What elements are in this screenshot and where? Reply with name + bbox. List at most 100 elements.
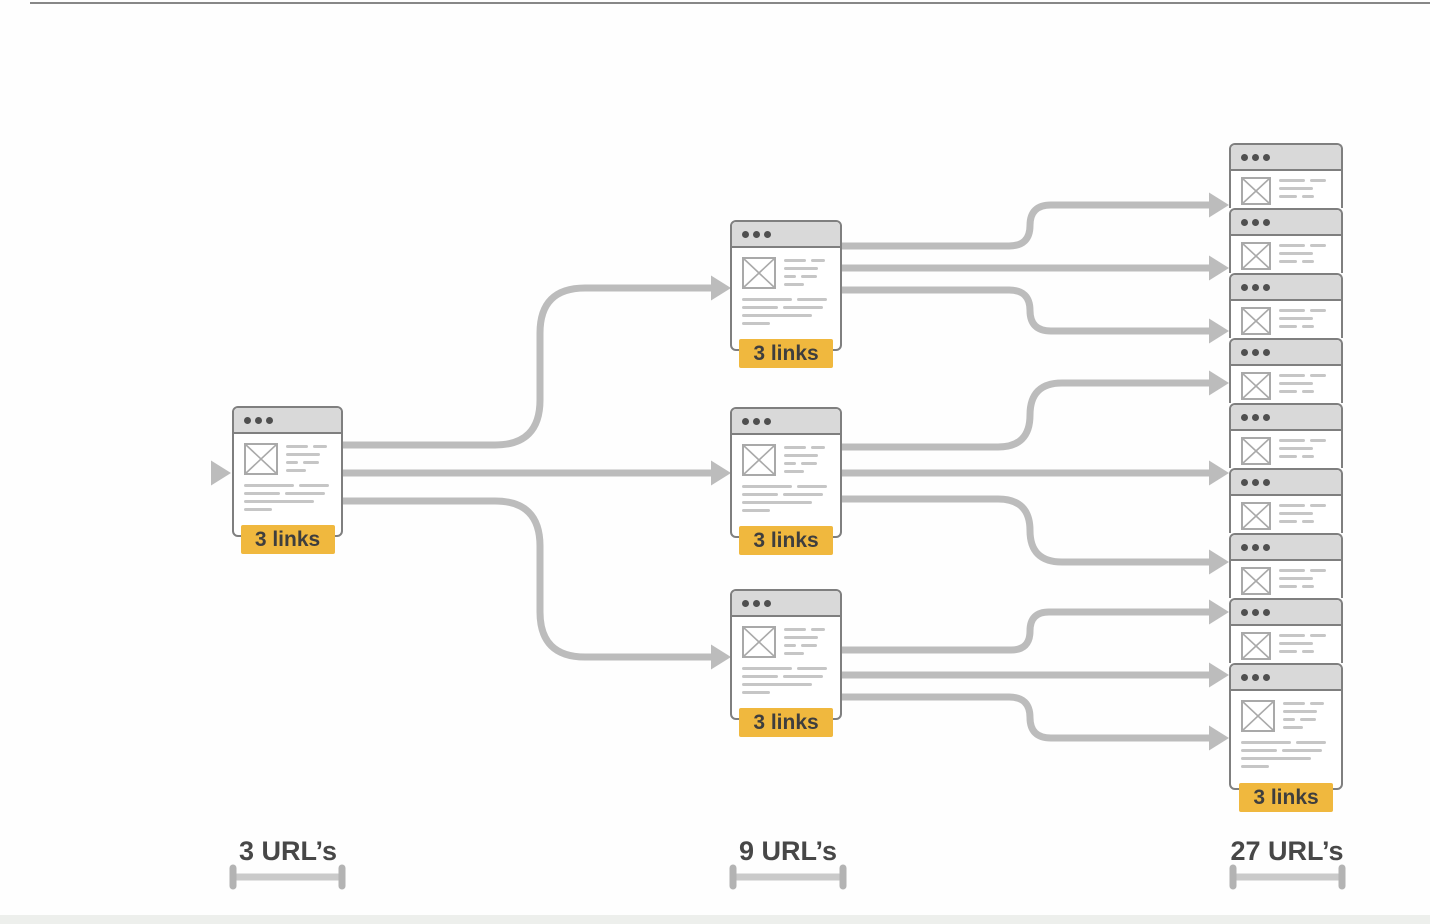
browser-titlebar xyxy=(732,591,840,617)
text-line xyxy=(742,306,778,309)
wireframe-paragraph xyxy=(244,484,331,511)
text-line xyxy=(1282,749,1322,752)
image-placeholder-icon xyxy=(1241,372,1271,400)
text-line xyxy=(1302,650,1314,653)
webpage-card-partial xyxy=(1229,403,1343,468)
text-line xyxy=(1279,374,1305,377)
browser-titlebar xyxy=(1231,145,1341,171)
text-line xyxy=(1302,390,1314,393)
text-line xyxy=(784,275,796,278)
text-line xyxy=(244,484,294,487)
text-line xyxy=(797,298,827,301)
webpage-card-partial xyxy=(1229,598,1343,663)
text-line xyxy=(286,469,306,472)
column-label-3-urls: 3 URL’s xyxy=(238,836,338,866)
text-line xyxy=(1310,439,1326,442)
window-dot-icon xyxy=(1263,283,1270,291)
window-dot-icon xyxy=(1263,218,1270,226)
image-placeholder-icon xyxy=(742,626,776,658)
bottom-border-strip xyxy=(0,915,1430,924)
window-dot-icon xyxy=(1263,348,1270,356)
window-dot-icon xyxy=(1241,478,1248,486)
webpage-card-partial xyxy=(1229,468,1343,533)
webpage-card-mid-1: 3 links xyxy=(730,220,842,368)
webpage-content xyxy=(1231,691,1341,768)
window-dot-icon xyxy=(244,416,251,424)
window-dot-icon xyxy=(1263,543,1270,551)
webpage-content xyxy=(1231,626,1341,660)
browser-titlebar xyxy=(1231,405,1341,431)
text-line xyxy=(1302,585,1314,588)
webpage-card-partial xyxy=(1229,143,1343,208)
image-placeholder-icon xyxy=(1241,502,1271,530)
text-line xyxy=(811,259,825,262)
window-dot-icon xyxy=(1263,153,1270,161)
text-line xyxy=(1279,390,1297,393)
wireframe-text-block xyxy=(1279,632,1331,660)
text-line xyxy=(742,683,812,686)
text-line xyxy=(1310,504,1326,507)
wireframe-paragraph xyxy=(1241,741,1331,768)
wireframe-text-block xyxy=(1279,502,1331,530)
webpage-content xyxy=(732,617,840,694)
text-line xyxy=(811,628,825,631)
window-dot-icon xyxy=(1252,153,1259,161)
text-line xyxy=(1279,650,1297,653)
image-placeholder-icon xyxy=(1241,700,1275,732)
webpage-content xyxy=(234,434,341,511)
browser-titlebar xyxy=(1231,600,1341,626)
wireframe-text-block xyxy=(1279,437,1331,465)
webpage-card-stack-final: 3 links xyxy=(1229,663,1343,812)
fan-mid3-to-stack xyxy=(840,608,1211,742)
image-placeholder-icon xyxy=(1241,632,1271,660)
dimension-bar-icon xyxy=(1229,864,1346,890)
wireframe-text-block xyxy=(1279,177,1331,205)
text-line xyxy=(742,675,778,678)
window-dot-icon xyxy=(764,230,771,238)
text-line xyxy=(1279,585,1297,588)
window-dot-icon xyxy=(1241,153,1248,161)
window-dot-icon xyxy=(1252,543,1259,551)
text-line xyxy=(784,259,806,262)
webpage-card-partial xyxy=(1229,208,1343,273)
text-line xyxy=(1302,520,1314,523)
text-line xyxy=(244,500,314,503)
text-line xyxy=(1279,317,1313,320)
window-dot-icon xyxy=(1241,608,1248,616)
text-line xyxy=(797,485,827,488)
window-dot-icon xyxy=(742,417,749,425)
text-line xyxy=(797,667,827,670)
window-dot-icon xyxy=(1241,348,1248,356)
text-line xyxy=(783,675,823,678)
text-line xyxy=(1310,702,1324,705)
text-line xyxy=(784,446,806,449)
text-line xyxy=(244,508,272,511)
text-line xyxy=(313,445,327,448)
image-placeholder-icon xyxy=(1241,567,1271,595)
text-line xyxy=(1279,577,1313,580)
wireframe-paragraph xyxy=(742,298,830,325)
links-badge: 3 links xyxy=(739,708,833,737)
wireframe-text-block xyxy=(784,444,830,476)
text-line xyxy=(1279,187,1313,190)
text-line xyxy=(784,636,818,639)
text-line xyxy=(1241,741,1291,744)
browser-titlebar xyxy=(234,408,341,434)
wireframe-text-block xyxy=(1279,307,1331,335)
browser-titlebar xyxy=(1231,340,1341,366)
wireframe-paragraph xyxy=(742,485,830,512)
text-line xyxy=(784,652,804,655)
text-line xyxy=(1300,718,1316,721)
window-dot-icon xyxy=(1263,673,1270,681)
window-dot-icon xyxy=(764,599,771,607)
text-line xyxy=(1279,260,1297,263)
image-placeholder-icon xyxy=(742,444,776,476)
browser-titlebar xyxy=(732,409,840,435)
webpage-content xyxy=(732,435,840,512)
links-badge: 3 links xyxy=(739,526,833,555)
text-line xyxy=(742,691,770,694)
text-line xyxy=(1241,749,1277,752)
webpage-card-mid-2: 3 links xyxy=(730,407,842,555)
